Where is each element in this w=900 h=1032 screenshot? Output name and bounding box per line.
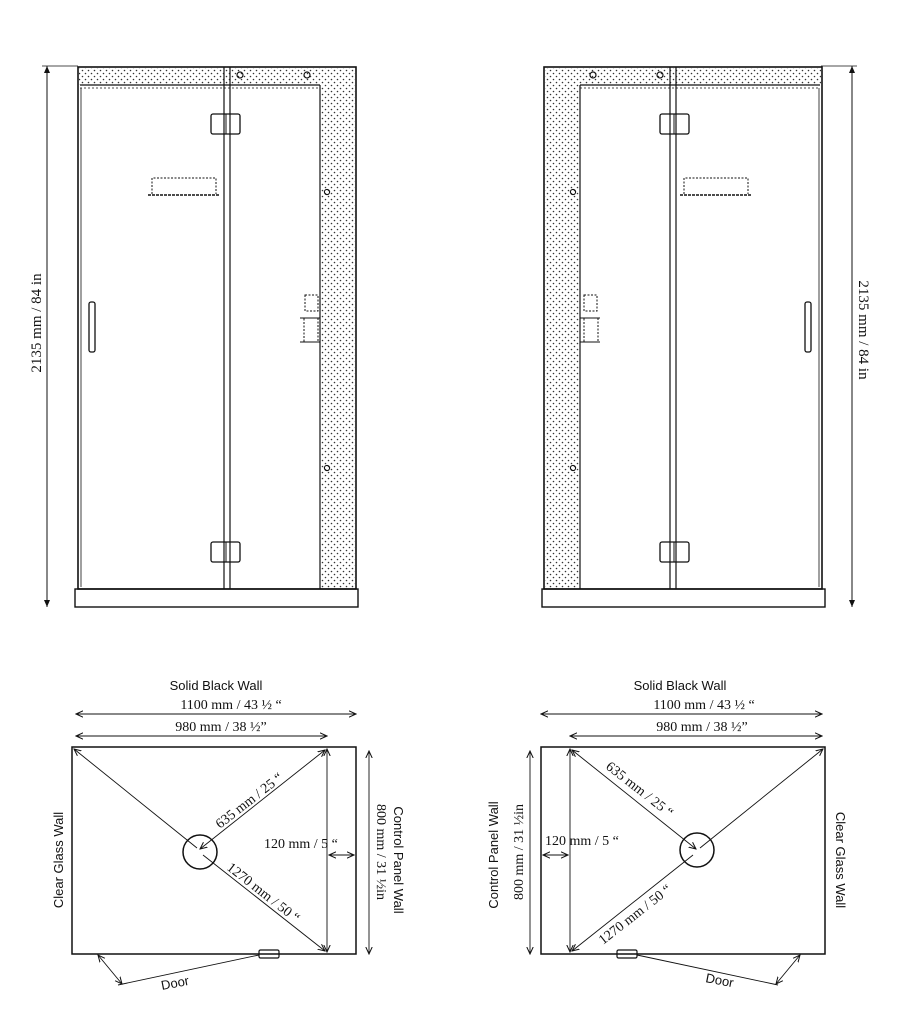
diag-long-label: 1270 mm / 50 “	[224, 860, 302, 926]
top-wall-label-right: Solid Black Wall	[634, 678, 727, 693]
base-tray	[74, 588, 359, 608]
control-wall-label: Control Panel Wall	[391, 806, 406, 913]
floor-plan	[71, 746, 357, 955]
side-depth-label: 120 mm / 5 “	[264, 837, 338, 852]
door-label: Door	[160, 973, 191, 993]
door-hinge-right	[616, 949, 638, 959]
diag-short-label-right: 635 mm / 25 “	[603, 759, 676, 821]
depth-label: 800 mm / 31 ½in	[373, 804, 388, 900]
control-panel-wall-right	[545, 85, 579, 588]
floor-plan-right	[540, 746, 826, 955]
door-hinge	[258, 949, 280, 959]
diag-long-label-right: 1270 mm / 50 “	[596, 882, 674, 948]
elevation-right: 2135 mm / 84 in	[541, 65, 871, 608]
shelf	[151, 177, 217, 194]
control-device-top	[304, 294, 319, 312]
clear-wall-label: Clear Glass Wall	[51, 812, 66, 908]
elevation-left: 2135 mm / 84 in	[29, 65, 359, 608]
control-wall-label-right: Control Panel Wall	[486, 801, 501, 908]
top-wall-label: Solid Black Wall	[170, 678, 263, 693]
base-tray-right	[541, 588, 826, 608]
width-inner-label: 980 mm / 38 ½”	[175, 720, 266, 735]
door-label-right: Door	[704, 970, 735, 990]
width-outer-label-right: 1100 mm / 43 ½ “	[653, 698, 754, 713]
door-handle	[88, 301, 96, 353]
height-label: 2135 mm / 84 in	[29, 273, 45, 373]
drain-right	[679, 832, 715, 868]
width-inner-label-right: 980 mm / 38 ½”	[656, 720, 747, 735]
plan-left: Solid Black Wall 1100 mm / 43 ½ “ 980 mm…	[51, 678, 406, 993]
top-panel	[79, 68, 355, 85]
plan-right: Solid Black Wall 1100 mm / 43 ½ “ 980 mm…	[486, 678, 848, 990]
width-outer-label: 1100 mm / 43 ½ “	[180, 698, 281, 713]
height-label-right: 2135 mm / 84 in	[855, 280, 871, 380]
control-device-bottom	[303, 317, 319, 343]
cabin-frame-right	[543, 66, 823, 590]
depth-label-right: 800 mm / 31 ½in	[512, 804, 527, 900]
door-handle-right	[804, 301, 812, 353]
side-depth-label-right: 120 mm / 5 “	[545, 834, 619, 849]
drain	[182, 834, 218, 870]
control-panel-wall	[321, 85, 355, 588]
clear-wall-label-right: Clear Glass Wall	[833, 812, 848, 908]
cabin-frame	[77, 66, 357, 590]
diag-short-label: 635 mm / 25 “	[213, 771, 286, 833]
